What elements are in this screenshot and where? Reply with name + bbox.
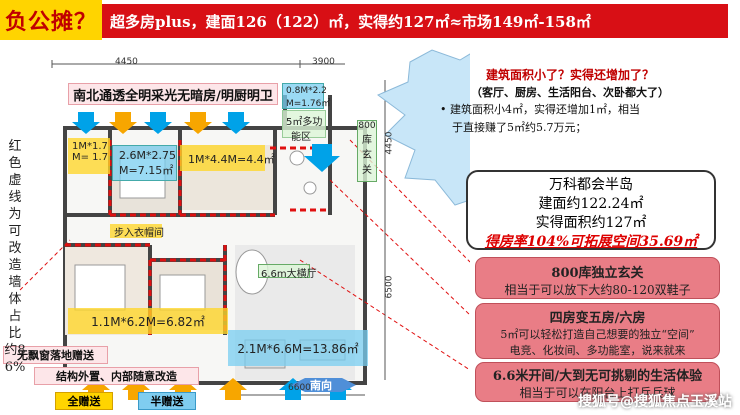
structure-banner: 结构外置、内部随意改造 [34, 367, 199, 385]
header-bar: 超多房plus，建面126（122）㎡，实得约127㎡≈市场149㎡-158㎡ [102, 4, 728, 38]
feature-rooms-desc2: 电竞、化妆间、多功能室，说来就来 [509, 344, 686, 357]
window-banner: 无飘窗落地赠送 [3, 346, 108, 364]
project-name: 万科都会半岛 [549, 177, 633, 193]
bay-area: 0.8M*2.2 M=1.76㎡ [282, 83, 331, 109]
dim-top-right: 3900 [312, 57, 335, 67]
feature-entrance: 800库独立玄关 相当于可以放下大约80-120双鞋子 [475, 257, 720, 299]
project-rate: 得房率104%可拓展空间35.69㎡ [484, 234, 698, 250]
hall-label: 6.6m大横厅 [261, 269, 317, 280]
bottom-right-area: 2.1M*6.6M=13.86㎡ [228, 330, 368, 366]
cloud-bullet-1-text: 建筑面积小4㎡，实得还增加1㎡，相当 [450, 103, 640, 116]
room-small-yellow: 1M*1.7 M= 1.7 [68, 138, 110, 174]
bottom-right-label: 2.1M*6.6M=13.86㎡ [237, 341, 359, 356]
daylight-banner: 南北通透全明采光无暗房/明厨明卫 [68, 83, 278, 105]
living-hall: 6.6m大横厅 [258, 264, 317, 280]
cloud-bullet-2: 于直接赚了5㎡约5.7万元； [452, 121, 587, 134]
feature-rooms: 四房变五房/六房 5㎡可以轻松打造自己想要的独立“空间” 电竞、化妆间、多功能室… [475, 303, 720, 359]
project-box: 万科都会半岛 建面约122.24㎡ 实得面积约127㎡ 得房率104%可拓展空间… [466, 170, 716, 250]
dim-right-lower: 6500 [384, 275, 395, 299]
dim-top-left: 4450 [115, 57, 138, 67]
entrance-line3: 玄 [362, 150, 372, 161]
project-area: 建面约122.24㎡ [538, 196, 644, 212]
south-label: 南向 [310, 379, 332, 392]
multi-line2: 能区 [291, 132, 311, 143]
legend-half: 半赠送 [138, 392, 196, 410]
entrance-line1: 800 [358, 121, 376, 131]
bottom-left-label: 1.1M*6.2M=6.82㎡ [91, 314, 205, 329]
cloud-title: 建筑面积小了？实得还增加了？ [485, 68, 654, 82]
entrance-hall: 800 库 玄 关 [357, 120, 377, 182]
multi-line1: 5㎡多功 [286, 117, 323, 128]
room-blue-area: 2.6M*2.75 M=7.15㎡ [112, 145, 177, 181]
bay-line1: 0.8M*2.2 [286, 86, 327, 96]
cloud-bullet-1: • 建筑面积小4㎡，实得还增加1㎡，相当 [440, 103, 640, 116]
room-blue-line1: 2.6M*2.75 [119, 149, 176, 162]
room-wide-yellow: 1M*4.4M=4.4㎡ [180, 145, 275, 171]
bay-line2: M=1.76㎡ [286, 99, 331, 109]
multi-function-area: 5㎡多功 能区 [282, 110, 326, 143]
legend-full: 全赠送 [55, 392, 113, 410]
watermark: 搜狐号@搜狐焦点玉溪站 [578, 394, 732, 410]
dim-right-upper: 4450 [384, 131, 395, 155]
feature-entrance-title: 800库独立玄关 [551, 266, 644, 281]
dim-bottom: 6600 [288, 383, 311, 393]
room-blue-line2: M=7.15㎡ [119, 164, 174, 177]
entrance-line2: 库 [362, 135, 372, 146]
bottom-left-area: 1.1M*6.2M=6.82㎡ [68, 308, 228, 334]
feature-living-title: 6.6米开间/大到无可挑剔的生活体验 [492, 369, 703, 384]
room-wide-label: 1M*4.4M=4.4㎡ [188, 153, 275, 166]
feature-living-desc: 相当于可以在阳台上打乒乓球 [519, 386, 676, 400]
side-note: 红色虚线为可改造墙体占比约86% [4, 139, 26, 375]
wardrobe-area: 步入衣帽间 [110, 224, 164, 239]
feature-rooms-title: 四房变五房/六房 [549, 311, 646, 326]
feature-living: 6.6米开间/大到无可挑剔的生活体验 相当于可以在阳台上打乒乓球 [475, 362, 720, 402]
header-tag: 负公摊？ [0, 0, 102, 40]
project-actual: 实得面积约127㎡ [535, 215, 647, 231]
feature-entrance-desc: 相当于可以放下大约80-120双鞋子 [504, 283, 691, 297]
cloud-sub: （客厅、厨房、生活阳台、次卧都大了） [471, 86, 669, 99]
entrance-line4: 关 [362, 165, 372, 176]
room-small-line2: M= 1.7 [72, 152, 109, 163]
room-small-line1: 1M*1.7 [72, 141, 108, 152]
feature-rooms-desc: 5㎡可以轻松打造自己想要的独立“空间” [500, 328, 695, 341]
wardrobe-label: 步入衣帽间 [114, 228, 164, 239]
